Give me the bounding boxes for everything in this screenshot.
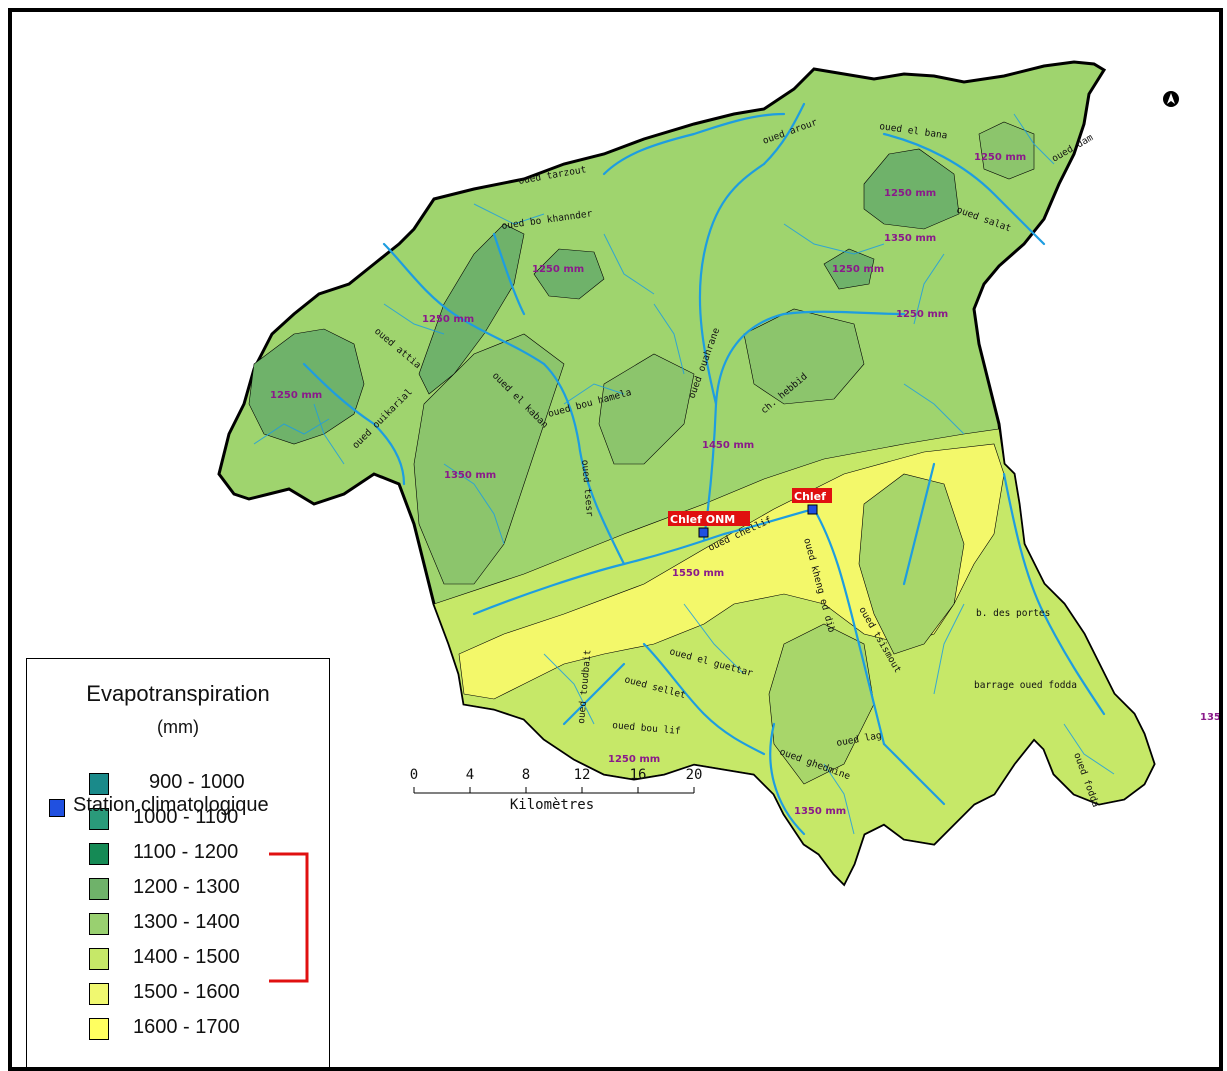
legend-swatch (89, 808, 109, 830)
iso-label: 1350 mm (884, 233, 936, 244)
scale-tick-label: 12 (573, 767, 591, 783)
legend-label: 1000 - 1100 (133, 806, 239, 828)
iso-label: 1450 mm (702, 440, 754, 451)
river-network (302, 102, 1106, 836)
legend-range-bracket (269, 852, 309, 983)
scale-tick-label: 0 (409, 767, 419, 783)
legend-title: Evapotranspiration (86, 681, 270, 706)
river-label: b. des portes (976, 608, 1050, 619)
basin-map: 1250 mm 1250 mm 1350 mm 1250 mm 1250 mm … (217, 60, 1219, 887)
iso-label: 1350 mm (444, 470, 496, 481)
iso-label: 1350 mm (1200, 712, 1219, 723)
map-frame: 1250 mm 1250 mm 1350 mm 1250 mm 1250 mm … (8, 8, 1223, 1071)
station-label-bg (792, 488, 832, 503)
station-label-bg (668, 511, 750, 526)
north-arrow-icon (1163, 91, 1179, 107)
scale-bar: 0 4 8 12 16 20 Kilomètres (402, 767, 722, 817)
legend-swatch (89, 983, 109, 1005)
station-marker (807, 504, 818, 515)
station-name: Chlef (794, 490, 826, 503)
scale-unit-label: Kilomètres (509, 797, 595, 813)
scale-tick-label: 20 (685, 767, 703, 783)
iso-label: 1250 mm (270, 390, 322, 401)
iso-label: 1250 mm (422, 314, 474, 325)
legend-label: 1600 - 1700 (133, 1016, 240, 1038)
legend-swatch (89, 948, 109, 970)
zone-1300-1400-mid (598, 353, 695, 465)
river-tributaries (253, 113, 1115, 835)
legend-label: 1100 - 1200 (133, 841, 239, 863)
iso-label: 1250 mm (884, 188, 936, 199)
iso-label: 1250 mm (532, 264, 584, 275)
legend-label: 1500 - 1600 (133, 981, 240, 1003)
station-chlef[interactable]: Chlef (792, 488, 832, 515)
station-name: Chlef ONM (670, 513, 735, 526)
station-marker (698, 527, 709, 538)
scale-tick-label: 8 (521, 767, 531, 783)
river-label: oued tsesr (579, 459, 595, 517)
zone-1300-1400-west (413, 333, 565, 585)
legend-label: 1200 - 1300 (133, 876, 240, 898)
legend-label: 900 - 1000 (149, 771, 245, 793)
scale-tick-label: 16 (629, 767, 647, 783)
scale-line (413, 787, 695, 794)
legend: Evapotranspiration (mm) 900 - 1000 1000 … (26, 658, 330, 1067)
legend-swatch (89, 878, 109, 900)
zone-1200-1300-ne (863, 148, 960, 230)
zone-1200-1300-north (533, 248, 605, 300)
legend-swatch (89, 843, 109, 865)
scale-tick-label: 4 (465, 767, 475, 783)
legend-swatch (89, 913, 109, 935)
legend-label: 1400 - 1500 (133, 946, 240, 968)
iso-label: 1250 mm (608, 754, 660, 765)
legend-label: 1300 - 1400 (133, 911, 240, 933)
legend-unit: (mm) (157, 717, 199, 737)
legend-station-label: Station climatologique (73, 794, 269, 816)
river-label: barrage oued fodda (974, 680, 1077, 691)
iso-label: 1250 mm (896, 309, 948, 320)
iso-label: 1250 mm (974, 152, 1026, 163)
station-chlef-onm[interactable]: Chlef ONM (668, 511, 750, 538)
zone-1200-1300-ne2 (978, 121, 1035, 180)
legend-station-item: Station climatologique (45, 794, 269, 822)
legend-swatch (89, 773, 109, 795)
zone-1200-1300-ridge (418, 223, 525, 395)
iso-label: 1350 mm (794, 806, 846, 817)
iso-label: 1250 mm (832, 264, 884, 275)
zone-1200-1300-west (248, 328, 365, 445)
zone-1300-1400-s (768, 623, 875, 785)
station-marker-icon (49, 799, 65, 817)
zone-1300-1400-se (858, 473, 965, 655)
legend-swatch (89, 1018, 109, 1040)
iso-label: 1550 mm (672, 568, 724, 579)
